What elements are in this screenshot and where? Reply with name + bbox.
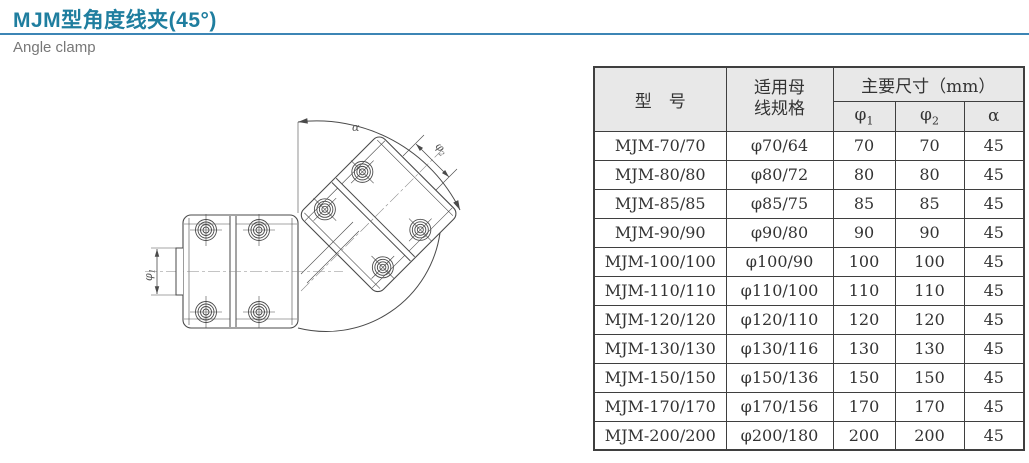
page-title: MJM型角度线夹(45°) (13, 9, 217, 32)
cell-alpha: 45 (963, 188, 1025, 219)
cell-phi1: 70 (832, 130, 896, 161)
cell-phi1: 200 (832, 420, 896, 451)
page-subtitle: Angle clamp (13, 39, 96, 56)
cell-phi2: 200 (894, 420, 965, 451)
cell-model: MJM-85/85 (593, 188, 727, 219)
cell-phi2: 120 (894, 304, 965, 335)
cell-model: MJM-150/150 (593, 362, 727, 393)
angle-dimension (297, 118, 461, 213)
cell-alpha: 45 (963, 420, 1025, 451)
cell-model: MJM-70/70 (593, 130, 727, 161)
phi2-label: φ2 (432, 140, 451, 159)
cell-spec: φ90/80 (725, 217, 834, 248)
col-header-phi2: φ2 (894, 100, 965, 132)
cell-spec: φ200/180 (725, 420, 834, 451)
phi1-label: φ1 (142, 269, 157, 281)
cell-phi2: 80 (894, 159, 965, 190)
cell-phi1: 90 (832, 217, 896, 248)
cell-model: MJM-130/130 (593, 333, 727, 364)
cell-phi2: 70 (894, 130, 965, 161)
cell-alpha: 45 (963, 333, 1025, 364)
cell-phi2: 170 (894, 391, 965, 422)
cell-alpha: 45 (963, 391, 1025, 422)
cell-model: MJM-80/80 (593, 159, 727, 190)
cell-model: MJM-170/170 (593, 391, 727, 422)
cell-phi2: 150 (894, 362, 965, 393)
col-header-phi1: φ1 (832, 100, 896, 132)
cell-model: MJM-100/100 (593, 246, 727, 277)
cell-phi1: 170 (832, 391, 896, 422)
cell-spec: φ150/136 (725, 362, 834, 393)
cell-alpha: 45 (963, 159, 1025, 190)
cell-phi1: 100 (832, 246, 896, 277)
cell-spec: φ170/156 (725, 391, 834, 422)
cell-model: MJM-120/120 (593, 304, 727, 335)
cell-alpha: 45 (963, 362, 1025, 393)
cell-spec: φ80/72 (725, 159, 834, 190)
alpha-label: α (352, 121, 360, 134)
cell-spec: φ85/75 (725, 188, 834, 219)
cell-alpha: 45 (963, 246, 1025, 277)
cell-spec: φ120/110 (725, 304, 834, 335)
col-header-alpha: α (963, 100, 1025, 132)
cell-spec: φ110/100 (725, 275, 834, 306)
dim-phi1: φ1 (142, 247, 183, 296)
joint-seams (300, 221, 360, 284)
cell-model: MJM-110/110 (593, 275, 727, 306)
col-header-spec: 适用母 线规格 (725, 66, 834, 132)
cell-spec: φ70/64 (725, 130, 834, 161)
cell-phi2: 100 (894, 246, 965, 277)
cell-phi1: 80 (832, 159, 896, 190)
cell-phi1: 85 (832, 188, 896, 219)
joint-outer-arc (297, 232, 441, 332)
col-header-dims-group: 主要尺寸（mm） (832, 66, 1025, 102)
cell-spec: φ130/116 (725, 333, 834, 364)
cell-phi1: 110 (832, 275, 896, 306)
cell-phi2: 130 (894, 333, 965, 364)
cell-alpha: 45 (963, 130, 1025, 161)
cell-phi2: 110 (894, 275, 965, 306)
cell-phi2: 90 (894, 217, 965, 248)
clamp-body-left (183, 214, 298, 328)
cell-alpha: 45 (963, 217, 1025, 248)
cell-model: MJM-200/200 (593, 420, 727, 451)
cell-alpha: 45 (963, 275, 1025, 306)
angle-clamp-drawing: α φ1 (142, 118, 461, 332)
cell-model: MJM-90/90 (593, 217, 727, 248)
cell-phi1: 150 (832, 362, 896, 393)
cell-phi1: 130 (832, 333, 896, 364)
title-underline (0, 33, 1029, 35)
cell-spec: φ100/90 (725, 246, 834, 277)
col-header-model: 型 号 (593, 66, 727, 132)
cell-alpha: 45 (963, 304, 1025, 335)
cell-phi2: 85 (894, 188, 965, 219)
cell-phi1: 120 (832, 304, 896, 335)
